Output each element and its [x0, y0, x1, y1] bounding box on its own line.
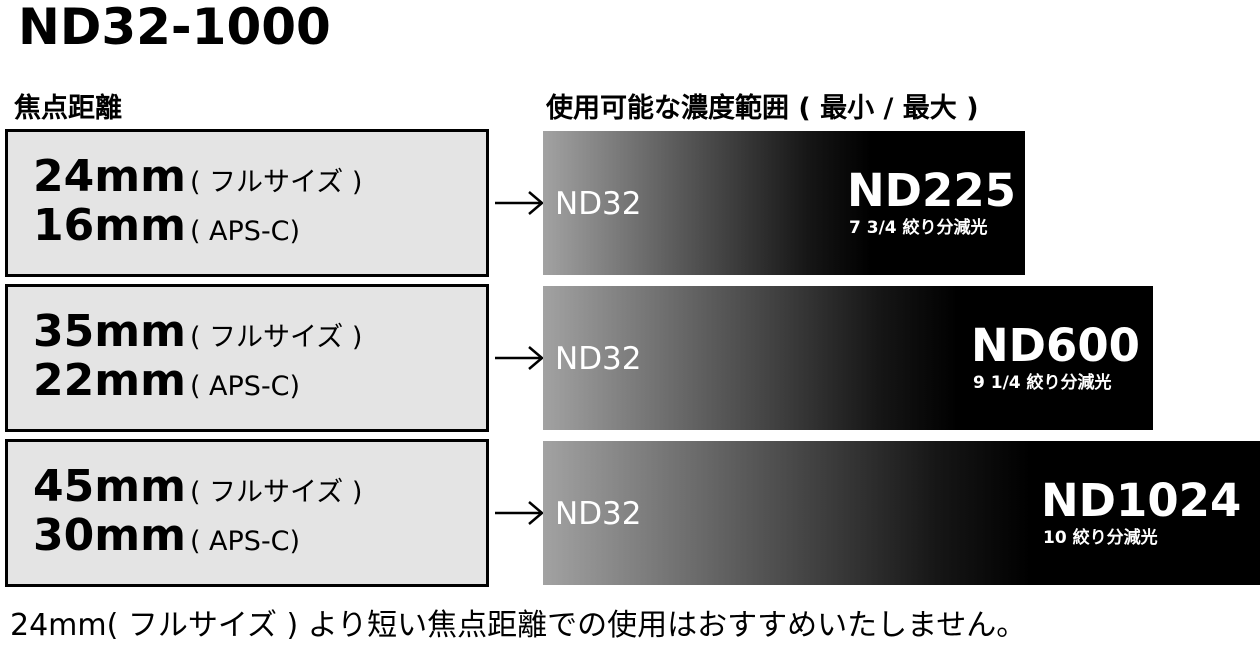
full-frame-label: ( フルサイズ ) — [189, 477, 363, 508]
right-arrow-icon — [495, 191, 544, 215]
min-density-label: ND32 — [555, 186, 642, 222]
apsc-focal-length: 16mm — [33, 200, 186, 251]
right-arrow-icon — [495, 346, 544, 370]
apsc-focal-length: 30mm — [33, 510, 186, 561]
full-frame-label: ( フルサイズ ) — [189, 167, 363, 198]
focal-density-row: 45mm( フルサイズ ) 30mm( APS-C) ND32 ND1024 1… — [0, 439, 1260, 589]
full-frame-line: 45mm( フルサイズ ) — [33, 462, 362, 518]
apsc-label: ( APS-C) — [189, 526, 301, 557]
focal-length-heading: 焦点距離 — [14, 93, 122, 124]
max-density-group: ND1024 10 絞り分減光 — [1041, 475, 1241, 549]
page-title: ND32-1000 — [18, 0, 331, 56]
max-density-label: ND1024 — [1041, 474, 1242, 527]
focal-density-row: 35mm( フルサイズ ) 22mm( APS-C) ND32 ND600 9 … — [0, 284, 1260, 434]
apsc-label: ( APS-C) — [189, 216, 301, 247]
full-frame-focal-length: 24mm — [33, 151, 186, 202]
max-density-label: ND225 — [847, 164, 1016, 217]
density-range-heading: 使用可能な濃度範囲 ( 最小 / 最大 ) — [546, 93, 979, 124]
density-range-bar: ND32 ND225 7 3/4 絞り分減光 — [543, 131, 1025, 275]
full-frame-label: ( フルサイズ ) — [189, 322, 363, 353]
max-density-group: ND225 7 3/4 絞り分減光 — [847, 165, 1016, 239]
density-range-bar: ND32 ND600 9 1/4 絞り分減光 — [543, 286, 1153, 430]
apsc-line: 16mm( APS-C) — [33, 201, 300, 257]
full-frame-focal-length: 45mm — [33, 461, 186, 512]
focal-length-box: 24mm( フルサイズ ) 16mm( APS-C) — [5, 129, 489, 277]
focal-length-box: 45mm( フルサイズ ) 30mm( APS-C) — [5, 439, 489, 587]
min-density-label: ND32 — [555, 496, 642, 532]
stops-reduction-label: 10 絞り分減光 — [1043, 528, 1158, 548]
usage-note: 24mm( フルサイズ ) より短い焦点距離での使用はおすすめいたしません。 — [10, 608, 1027, 643]
max-density-group: ND600 9 1/4 絞り分減光 — [971, 320, 1140, 394]
full-frame-line: 35mm( フルサイズ ) — [33, 307, 362, 363]
apsc-focal-length: 22mm — [33, 355, 186, 406]
apsc-line: 22mm( APS-C) — [33, 356, 300, 412]
stops-reduction-label: 7 3/4 絞り分減光 — [849, 218, 988, 238]
apsc-label: ( APS-C) — [189, 371, 301, 402]
full-frame-focal-length: 35mm — [33, 306, 186, 357]
focal-length-box: 35mm( フルサイズ ) 22mm( APS-C) — [5, 284, 489, 432]
full-frame-line: 24mm( フルサイズ ) — [33, 152, 362, 208]
right-arrow-icon — [495, 501, 544, 525]
max-density-label: ND600 — [971, 319, 1140, 372]
stops-reduction-label: 9 1/4 絞り分減光 — [973, 373, 1112, 393]
min-density-label: ND32 — [555, 341, 642, 377]
density-range-bar: ND32 ND1024 10 絞り分減光 — [543, 441, 1260, 585]
focal-density-row: 24mm( フルサイズ ) 16mm( APS-C) ND32 ND225 7 … — [0, 129, 1260, 279]
apsc-line: 30mm( APS-C) — [33, 511, 300, 567]
